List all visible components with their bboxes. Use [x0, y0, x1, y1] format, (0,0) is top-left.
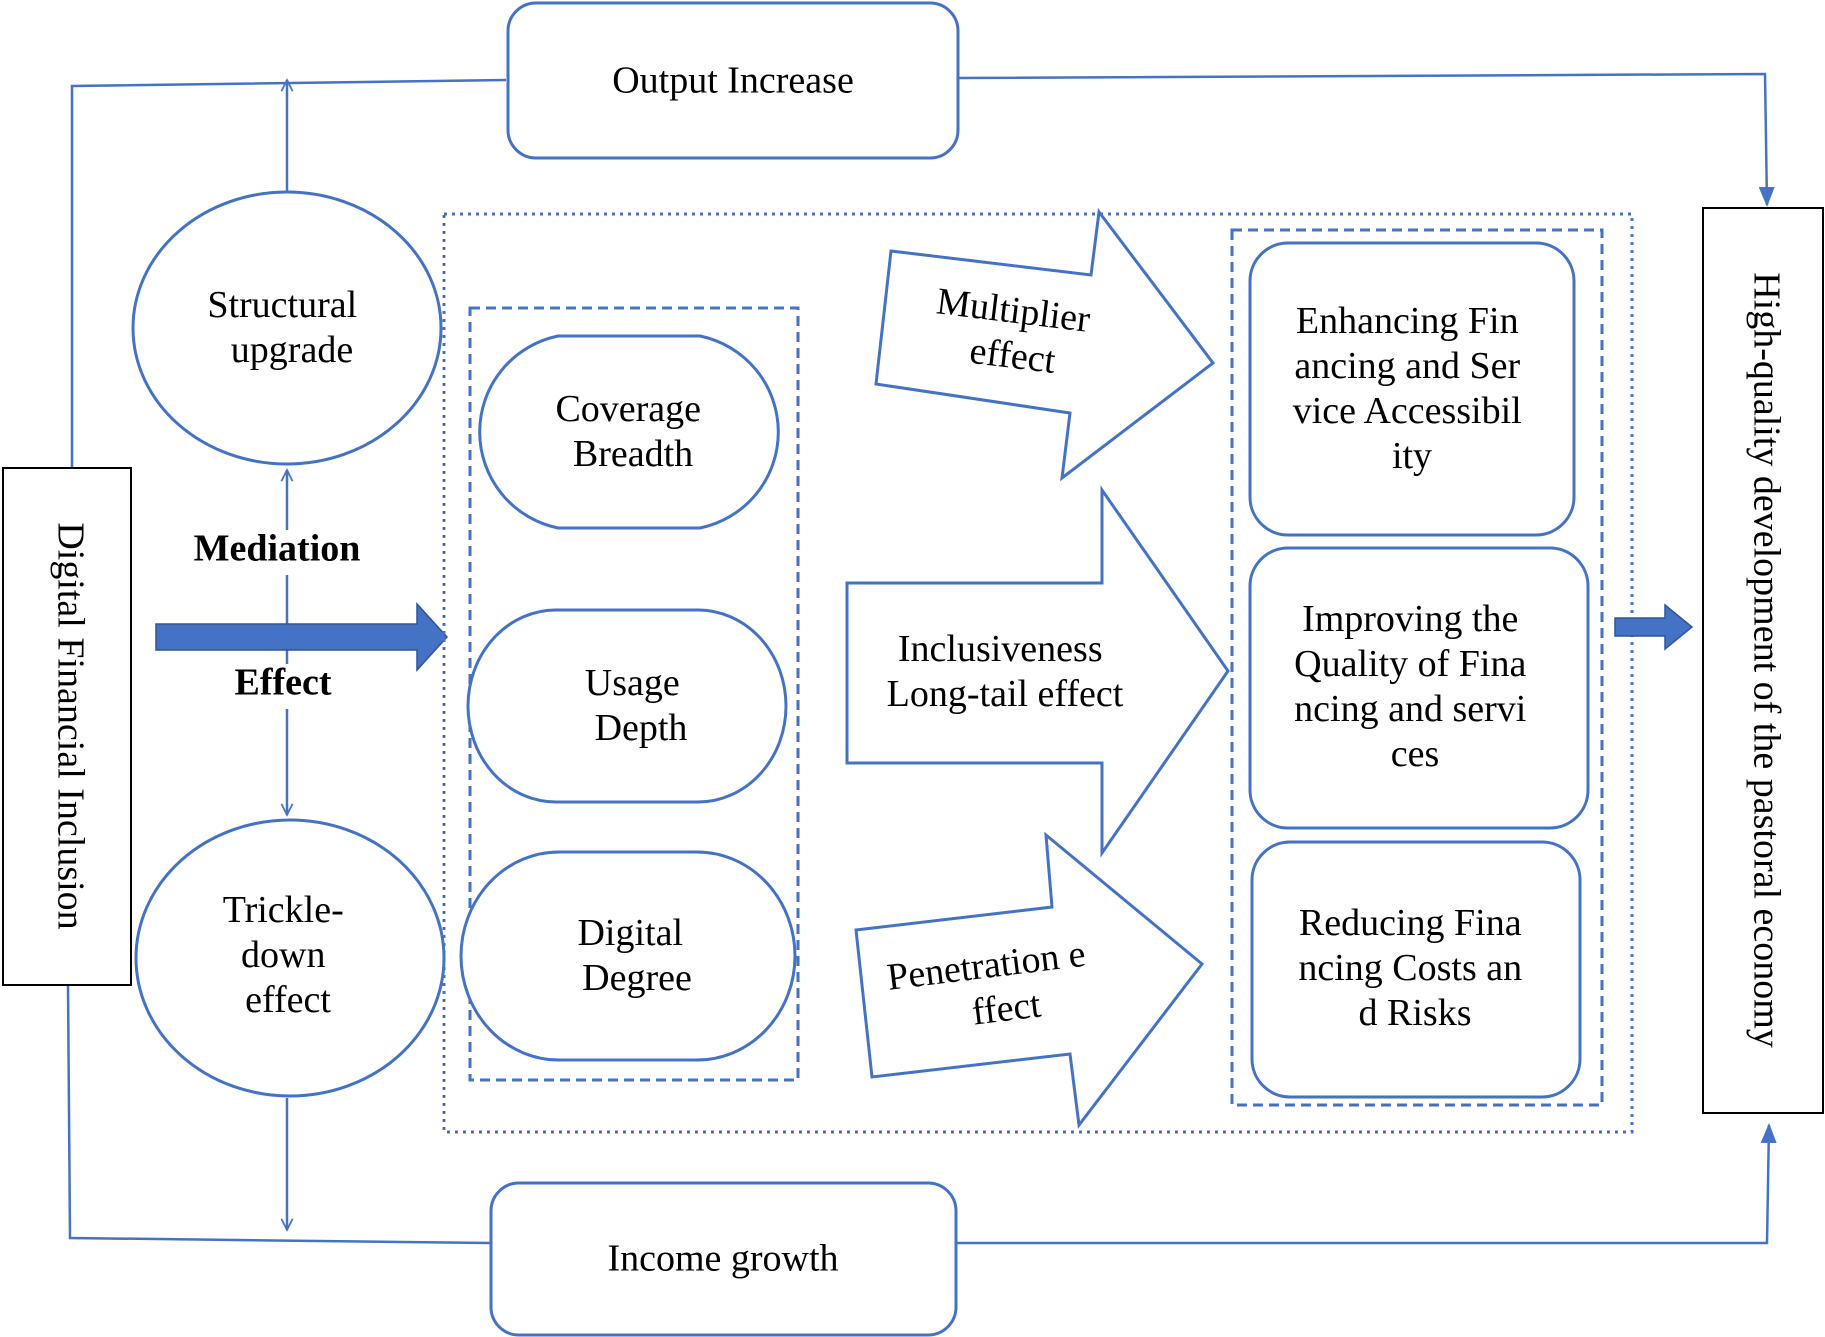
costs-label: Reducing Fina ncing Costs an d Risks	[1298, 902, 1531, 1034]
quality-line-3: ncing and servi	[1294, 688, 1526, 730]
output-increase-box: Output Increase	[506, 1, 960, 160]
multiplier-effect-arrow: Multiplier effect	[874, 208, 1216, 482]
trickle-line-2: down	[241, 934, 325, 976]
inclusive-line-2: Long-tail effect	[887, 673, 1124, 715]
line-income-to-right	[957, 1123, 1777, 1245]
inclusive-line-1: Inclusiveness	[898, 628, 1103, 670]
inclusiveness-arrow: Inclusiveness Long-tail effect	[845, 485, 1230, 858]
trickle-line-3: effect	[245, 979, 331, 1021]
main-flow-arrow	[155, 602, 449, 672]
line-output-to-right	[958, 72, 1775, 207]
multiplier-line-2: effect	[967, 330, 1058, 382]
inclusiveness-label: Inclusiveness Long-tail effect	[887, 628, 1124, 715]
outcomes-dashed-frame	[1230, 228, 1604, 1107]
digital-line-2: Degree	[582, 957, 692, 999]
usage-line-2: Depth	[595, 707, 688, 749]
structural-line-2: upgrade	[231, 329, 353, 371]
income-growth-box: Income growth	[489, 1181, 958, 1337]
digital-line-1: Digital	[577, 912, 683, 954]
trickle-line-1: Trickle-	[223, 889, 344, 931]
mediation-label: Mediation	[194, 528, 361, 570]
costs-outcome-box: Reducing Fina ncing Costs an d Risks	[1250, 840, 1582, 1099]
coverage-line-1: Coverage	[555, 388, 701, 430]
quality-line-1: Improving the	[1302, 598, 1518, 640]
right-box-label: High-quality development of the pastoral…	[1745, 272, 1787, 1048]
usage-depth-box: Usage Depth	[466, 608, 788, 804]
mediation-text-mask-top	[188, 530, 388, 575]
mediation-text-mask-bottom	[225, 664, 345, 709]
coverage-breadth-box: Coverage Breadth	[478, 334, 780, 530]
digital-degree-box: Digital Degree	[459, 850, 797, 1062]
mechanism-dotted-frame	[442, 212, 1634, 1134]
structural-line-1: Structural	[207, 284, 357, 326]
structural-upgrade-ellipse: Structural upgrade	[131, 190, 443, 466]
costs-line-3: d Risks	[1359, 992, 1472, 1034]
high-quality-development-box: High-quality development of the pastoral…	[1702, 207, 1824, 1114]
coverage-breadth-label: Coverage Breadth	[555, 388, 710, 475]
structural-upgrade-label: Structural upgrade	[207, 284, 366, 371]
usage-line-1: Usage	[585, 662, 680, 704]
digital-degree-label: Digital Degree	[577, 912, 692, 999]
accessibility-line-4: ity	[1392, 435, 1432, 477]
left-box-label: Digital Financial Inclusion	[49, 522, 91, 929]
penetration-effect-arrow: Penetration e ffect	[854, 831, 1205, 1129]
digital-financial-inclusion-box: Digital Financial Inclusion	[2, 467, 132, 986]
quality-outcome-box: Improving the Quality of Fina ncing and …	[1248, 546, 1590, 830]
accessibility-line-1: Enhancing Fin	[1296, 300, 1519, 342]
income-growth-label: Income growth	[607, 1238, 838, 1280]
quality-line-2: Quality of Fina	[1294, 643, 1526, 685]
quality-label: Improving the Quality of Fina ncing and …	[1294, 598, 1536, 775]
line-left-to-output	[70, 78, 507, 468]
accessibility-line-2: ancing and Ser	[1294, 345, 1520, 387]
coverage-line-2: Breadth	[573, 433, 693, 475]
quality-line-4: ces	[1391, 733, 1440, 775]
output-increase-label: Output Increase	[612, 60, 854, 102]
usage-depth-label: Usage Depth	[585, 662, 689, 749]
accessibility-outcome-box: Enhancing Fin ancing and Ser vice Access…	[1248, 241, 1576, 537]
arrow-to-high-quality-development	[1614, 603, 1694, 651]
costs-line-1: Reducing Fina	[1299, 902, 1522, 944]
accessibility-line-3: vice Accessibil	[1293, 390, 1522, 432]
line-left-to-income	[66, 984, 491, 1245]
accessibility-label: Enhancing Fin ancing and Ser vice Access…	[1293, 300, 1531, 477]
trickle-down-ellipse: Trickle- down effect	[134, 818, 446, 1098]
effect-label: Effect	[234, 662, 331, 704]
costs-line-2: ncing Costs an	[1298, 947, 1522, 989]
penetration-line-2: ffect	[970, 983, 1044, 1033]
trickle-down-label: Trickle- down effect	[223, 889, 354, 1021]
